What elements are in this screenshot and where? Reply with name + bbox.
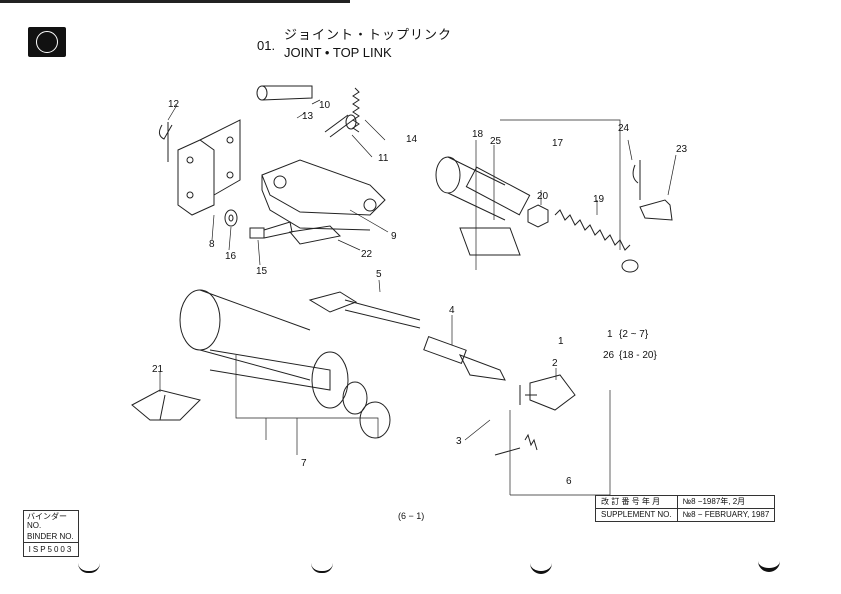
assembly-legend: 1 {2 ~ 7} 26 {18 - 20} (603, 329, 657, 361)
part-pin (256, 85, 313, 101)
callout-15: 15 (256, 266, 268, 277)
part-linch-pin (632, 160, 641, 200)
top-border (0, 0, 350, 3)
callout-20: 20 (537, 191, 549, 202)
part-manual-booklet (131, 389, 201, 421)
part-top-link-plate (261, 159, 386, 231)
legend-range-1: {2 ~ 7} (619, 329, 649, 340)
callout-1: 1 (558, 336, 564, 347)
callout-5: 5 (376, 269, 382, 280)
callout-7: 7 (301, 458, 307, 469)
callout-2: 2 (552, 358, 558, 369)
callout-21: 21 (152, 364, 164, 375)
callout-14: 14 (406, 134, 418, 145)
legend-assembly-26: 26 (603, 350, 615, 361)
callout-12: 12 (168, 99, 180, 110)
callout-24: 24 (618, 123, 630, 134)
callout-17: 17 (552, 138, 564, 149)
callout-6: 6 (566, 476, 572, 487)
title-japanese: ジョイント・トップリンク (284, 27, 453, 42)
section-number: 01. (257, 38, 276, 53)
binder-hole-mark (530, 563, 552, 574)
callout-23: 23 (676, 144, 688, 155)
leader-lines (159, 99, 677, 496)
callout-22: 22 (361, 249, 373, 260)
part-top-link (435, 156, 639, 273)
callout-11: 11 (378, 153, 389, 164)
legend-range-26: {18 - 20} (619, 350, 657, 361)
page-number: (6 − 1) (398, 511, 425, 521)
callout-3: 3 (456, 436, 462, 447)
part-bracket (177, 119, 241, 216)
part-callouts: 1 2 3 4 5 6 7 8 9 10 11 12 13 14 15 16 1… (152, 99, 688, 487)
supplement-label-en: SUPPLEMENT NO. (595, 508, 678, 522)
callout-25: 25 (490, 136, 502, 147)
supplement-value-jp: №8 −1987年, 2月 (676, 495, 776, 509)
part-pin-23 (639, 199, 673, 221)
binder-number: ISP5003 (24, 542, 78, 556)
callout-16: 16 (225, 251, 237, 262)
binder-hole-mark (78, 563, 100, 573)
callout-19: 19 (593, 194, 605, 205)
callout-10: 10 (319, 100, 331, 111)
supplement-value-en: №8 − FEBRUARY, 1987 (676, 508, 776, 522)
supplement-label-jp: 改 訂 番 号 年 月 (595, 495, 678, 509)
part-pin-11 (324, 114, 357, 138)
binder-hole-mark (311, 563, 333, 573)
part-spring (352, 87, 360, 133)
part-bolt (249, 221, 293, 239)
part-block (289, 225, 342, 245)
callout-4: 4 (449, 305, 455, 316)
binder-label-en: BINDER NO. (27, 532, 74, 541)
callout-18: 18 (472, 129, 484, 140)
callout-9: 9 (391, 231, 397, 242)
legend-assembly-1: 1 (607, 329, 613, 340)
binder-hole-mark (758, 560, 780, 572)
binder-number-box: バインダー NO. BINDER NO. ISP5003 (23, 510, 79, 557)
shibaura-logo (28, 27, 66, 57)
part-snap-pin (158, 122, 173, 162)
binder-label-jp: バインダー NO. (27, 512, 67, 530)
callout-13: 13 (302, 111, 314, 122)
callout-8: 8 (209, 239, 215, 250)
part-pto-shaft (179, 289, 576, 456)
title-english: JOINT • TOP LINK (284, 45, 392, 60)
part-washer (224, 209, 238, 227)
